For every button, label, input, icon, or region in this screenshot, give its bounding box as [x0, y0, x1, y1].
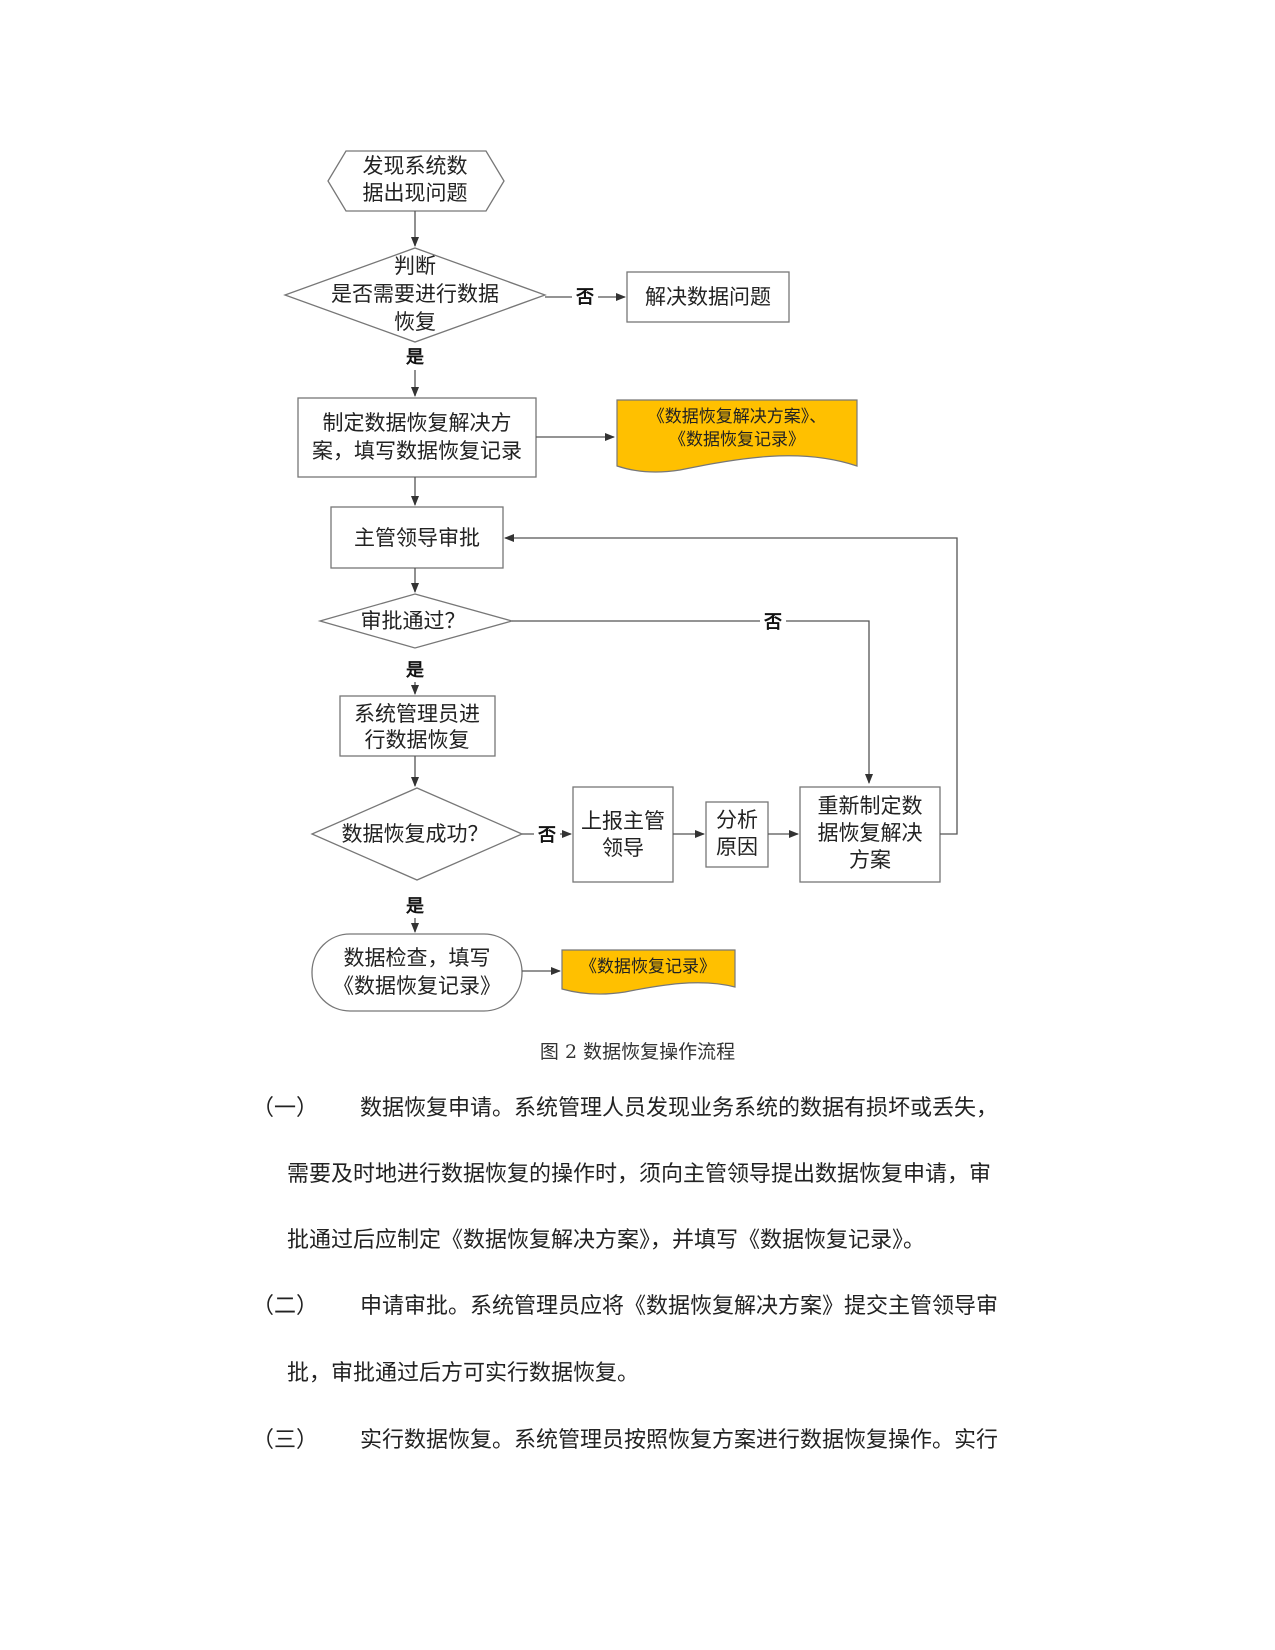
make-plan-box — [297, 397, 537, 478]
decision-need-text-1: 判断 — [394, 254, 436, 278]
no-label-2: 否 — [763, 612, 782, 633]
make-plan-text-2: 案，填写数据恢复记录 — [312, 439, 522, 463]
analyze-text-1: 分析 — [716, 808, 758, 832]
section-3-number: （三） — [252, 1428, 319, 1453]
analyze-text-2: 原因 — [716, 835, 758, 859]
doc-plan-shape — [616, 399, 858, 473]
approve-text: 主管领导审批 — [354, 526, 480, 550]
resolve-box — [626, 271, 790, 323]
approve-box — [330, 506, 504, 569]
start-text-1: 发现系统数 — [363, 154, 468, 178]
yes-label-1: 是 — [405, 347, 424, 368]
section-1-line-1: 数据恢复申请。系统管理人员发现业务系统的数据有损坏或丢失， — [360, 1096, 999, 1121]
doc-plan-text-1: 《数据恢复解决方案》、 — [648, 407, 827, 427]
yes-label-3: 是 — [405, 896, 424, 917]
admin-restore-box — [339, 695, 496, 757]
check-node — [311, 933, 523, 1012]
section-3-line-1: 实行数据恢复。系统管理员按照恢复方案进行数据恢复操作。实行 — [360, 1428, 999, 1453]
replan-text-1: 重新制定数 — [818, 794, 923, 818]
doc-record-text: 《数据恢复记录》 — [580, 957, 716, 977]
check-text-2: 《数据恢复记录》 — [333, 974, 501, 998]
decision-need-restore — [283, 247, 547, 343]
section-2-line-1: 申请审批。系统管理员应将《数据恢复解决方案》提交主管领导审 — [360, 1294, 999, 1319]
decision-success-text: 数据恢复成功？ — [342, 822, 489, 846]
admin-restore-text-1: 系统管理员进 — [354, 702, 480, 726]
start-text-2: 据出现问题 — [363, 181, 468, 205]
doc-plan-text-2: 《数据恢复记录》 — [669, 430, 805, 450]
decision-need-text-3: 恢复 — [394, 310, 436, 334]
report-text-2: 领导 — [602, 836, 644, 860]
replan-text-2: 据恢复解决 — [818, 821, 923, 845]
section-2-number: （二） — [252, 1294, 319, 1319]
section-1-number: （一） — [252, 1096, 319, 1121]
resolve-text: 解决数据问题 — [645, 285, 771, 309]
replan-text-3: 方案 — [849, 848, 891, 872]
section-1-line-3: 批通过后应制定《数据恢复解决方案》，并填写《数据恢复记录》。 — [287, 1228, 926, 1253]
check-text-1: 数据检查，填写 — [344, 946, 491, 970]
flowchart: 发现系统数 据出现问题 判断 是否需要进行数据 恢复 否 解决数据问题 是 制定… — [283, 150, 958, 1012]
admin-restore-text-2: 行数据恢复 — [365, 728, 470, 752]
decision-need-text-2: 是否需要进行数据 — [331, 282, 499, 306]
no-label-3: 否 — [537, 825, 556, 846]
start-node — [327, 150, 505, 212]
yes-label-2: 是 — [405, 660, 424, 681]
no-label-1: 否 — [575, 287, 594, 308]
make-plan-text-1: 制定数据恢复解决方 — [323, 411, 512, 435]
doc-record-shape — [561, 949, 736, 995]
figure-caption: 图 2 数据恢复操作流程 — [539, 1041, 736, 1063]
decision-success — [310, 787, 524, 881]
replan-box — [799, 786, 941, 883]
section-2-line-2: 批，审批通过后方可实行数据恢复。 — [287, 1361, 640, 1386]
report-text-1: 上报主管 — [581, 809, 665, 833]
report-box — [572, 786, 674, 883]
decision-pass — [317, 593, 515, 649]
decision-pass-text: 审批通过？ — [361, 609, 466, 633]
section-1-line-2: 需要及时地进行数据恢复的操作时，须向主管领导提出数据恢复申请，审 — [287, 1162, 992, 1187]
